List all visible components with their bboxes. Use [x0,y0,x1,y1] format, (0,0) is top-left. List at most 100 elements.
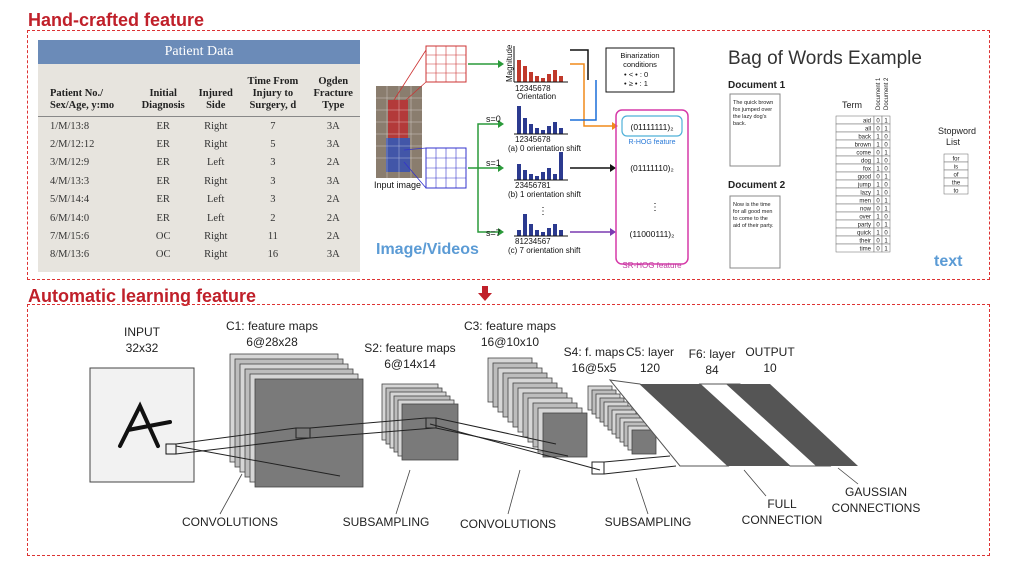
term-count: 0 [884,166,888,172]
stopword-item: of [953,172,958,178]
svg-text:Document 2: Document 2 [728,180,786,191]
histogram-s7 [517,214,563,236]
table-cell: Right [204,139,228,151]
svg-text:s=7: s=7 [486,228,501,238]
term-count: 1 [884,246,888,252]
srhog-box [615,109,689,265]
term-label: over [859,214,871,220]
svg-text:⋮: ⋮ [650,202,660,213]
table-cell: 2A [326,231,340,243]
table-cell: Right [204,231,228,243]
term-count: 1 [876,182,880,188]
table-cell: ER [156,157,170,169]
automatic-learning-title: Automatic learning feature [28,286,257,306]
table-cell: 2A [326,157,340,169]
down-arrow-icon [478,286,492,302]
term-count: 1 [884,222,888,228]
stopword-item: the [952,180,961,186]
table-cell: ER [156,120,170,132]
svg-text:(01111110)₂: (01111110)₂ [630,163,674,173]
term-label: jump [857,182,872,188]
term-count: 0 [876,126,880,132]
document-1-box [729,93,781,167]
svg-text:• < • : 0: • < • : 0 [624,70,648,79]
svg-text:Now is the time: Now is the time [733,202,771,208]
term-count: 0 [876,246,880,252]
stopword-item: to [953,188,959,194]
image-videos-caption: Image/Videos [376,241,479,258]
table-cell: 16 [267,249,279,261]
term-count: 1 [884,118,888,124]
term-label: back [858,134,872,140]
table-cell: 3A [326,175,340,187]
table-cell: Left [206,212,225,224]
svg-text:12345678: 12345678 [515,135,551,144]
svg-text:s=1: s=1 [486,158,501,168]
term-count: 0 [876,118,880,124]
table-cell: ER [156,175,170,187]
term-count: 0 [884,142,888,148]
svg-text:The quick brown: The quick brown [733,100,773,106]
table-cell: 11 [267,231,278,243]
bow-title: Bag of Words Example [728,48,922,69]
svg-text:aid of their party.: aid of their party. [733,223,774,229]
rhog-box [621,115,683,137]
table-cell: 2A [326,194,340,206]
table-cell: 7 [270,120,276,132]
table-cell: Left [206,194,225,206]
table-cell: 2/M/12:12 [50,139,95,151]
term-count: 0 [884,190,888,196]
text-caption: text [934,253,963,270]
bow-diagram: Bag of Words Example Document 1 The quic… [728,48,976,270]
term-label: brown [855,142,871,148]
table-cell: 3A [326,120,340,132]
svg-text:conditions: conditions [623,60,657,69]
bag-of-words-panel: Bag of Words Example Document 1 The quic… [720,40,990,276]
term-label: lazy [860,190,871,196]
table-cell: 5/M/14:4 [50,194,90,206]
hog-diagram: Input image Magnitude [374,44,689,270]
svg-text:Document 2: Document 2 [884,77,890,110]
svg-text:the lazy dog's: the lazy dog's [733,114,767,120]
table-cell: 2A [326,212,340,224]
term-label: now [860,206,872,212]
histogram-s1 [517,152,563,180]
svg-text:12345678: 12345678 [515,84,551,93]
term-label: all [865,126,871,132]
table-cell: ER [156,139,170,151]
table-cell: 3 [270,194,276,206]
table-cell: 6/M/14:0 [50,212,90,224]
svg-text:back.: back. [733,121,747,127]
svg-text:Stopword: Stopword [938,126,976,136]
term-count: 0 [876,206,880,212]
svg-text:Document 1: Document 1 [876,77,882,110]
svg-text:23456781: 23456781 [515,181,551,190]
svg-text:(b) 1 orientation shift: (b) 1 orientation shift [508,190,582,199]
table-cell: 3/M/12:9 [50,157,90,169]
input-image-label: Input image [374,180,421,190]
table-cell: 5 [270,139,276,151]
term-count: 1 [876,158,880,164]
hog-feature-panel: Input image Magnitude [374,40,704,272]
term-label: quick [857,230,872,236]
term-count: 1 [884,206,888,212]
term-count: 1 [884,174,888,180]
term-count: 1 [876,214,880,220]
svg-text:for all good men: for all good men [733,209,772,215]
term-count: 0 [876,238,880,244]
